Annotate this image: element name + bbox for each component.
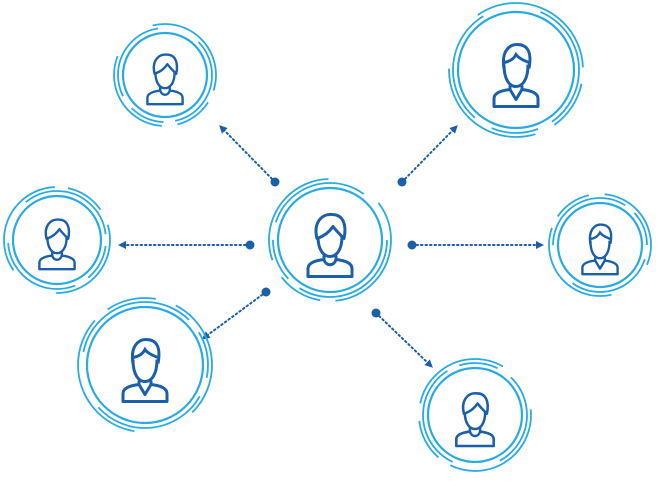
- dotted-line: [219, 125, 276, 183]
- origin-dot: [407, 240, 417, 250]
- connector-arrow: [397, 125, 458, 187]
- inner-ring: [85, 305, 205, 425]
- orbit-arc-2: [77, 297, 213, 433]
- node-top-right: [448, 2, 584, 138]
- origin-dot: [371, 308, 381, 318]
- dotted-line: [201, 291, 267, 340]
- inner-ring: [11, 194, 103, 286]
- orbit-arc-1: [272, 182, 388, 298]
- node-bottom-right: [418, 358, 532, 472]
- orbit-arc-2: [113, 23, 217, 127]
- inner-ring: [276, 186, 384, 294]
- dotted-line: [401, 125, 458, 183]
- connector-arrow: [201, 287, 271, 340]
- inner-ring: [121, 31, 209, 119]
- orbit-arc-1: [81, 301, 209, 429]
- connector-arrow: [371, 308, 433, 368]
- origin-dot: [270, 177, 280, 187]
- connector-arrow: [118, 240, 255, 250]
- inner-ring: [456, 10, 576, 130]
- node-right: [548, 193, 652, 297]
- connectors: [118, 125, 544, 368]
- dotted-line: [375, 312, 433, 368]
- origin-dot: [397, 177, 407, 187]
- node-bottom-left: [77, 297, 213, 433]
- orbit-arc-1: [552, 197, 648, 293]
- orbit-arc-2: [418, 358, 532, 472]
- orbit-arc-1: [452, 6, 580, 134]
- orbit-arc-1: [117, 27, 213, 123]
- nodes: [3, 2, 652, 472]
- origin-dot: [261, 287, 271, 297]
- connector-arrow: [219, 125, 280, 187]
- orbit-arc-2: [268, 178, 392, 302]
- node-left: [3, 186, 111, 294]
- orbit-arc-2: [3, 186, 111, 294]
- orbit-arc-2: [448, 2, 584, 138]
- orbit-arc-1: [422, 362, 528, 468]
- node-top-left: [113, 23, 217, 127]
- node-center: [268, 178, 392, 302]
- origin-dot: [245, 240, 255, 250]
- inner-ring: [556, 201, 644, 289]
- orbit-arc-2: [548, 193, 652, 297]
- orbit-arc-1: [7, 190, 107, 290]
- inner-ring: [426, 366, 524, 464]
- connector-arrow: [407, 240, 544, 250]
